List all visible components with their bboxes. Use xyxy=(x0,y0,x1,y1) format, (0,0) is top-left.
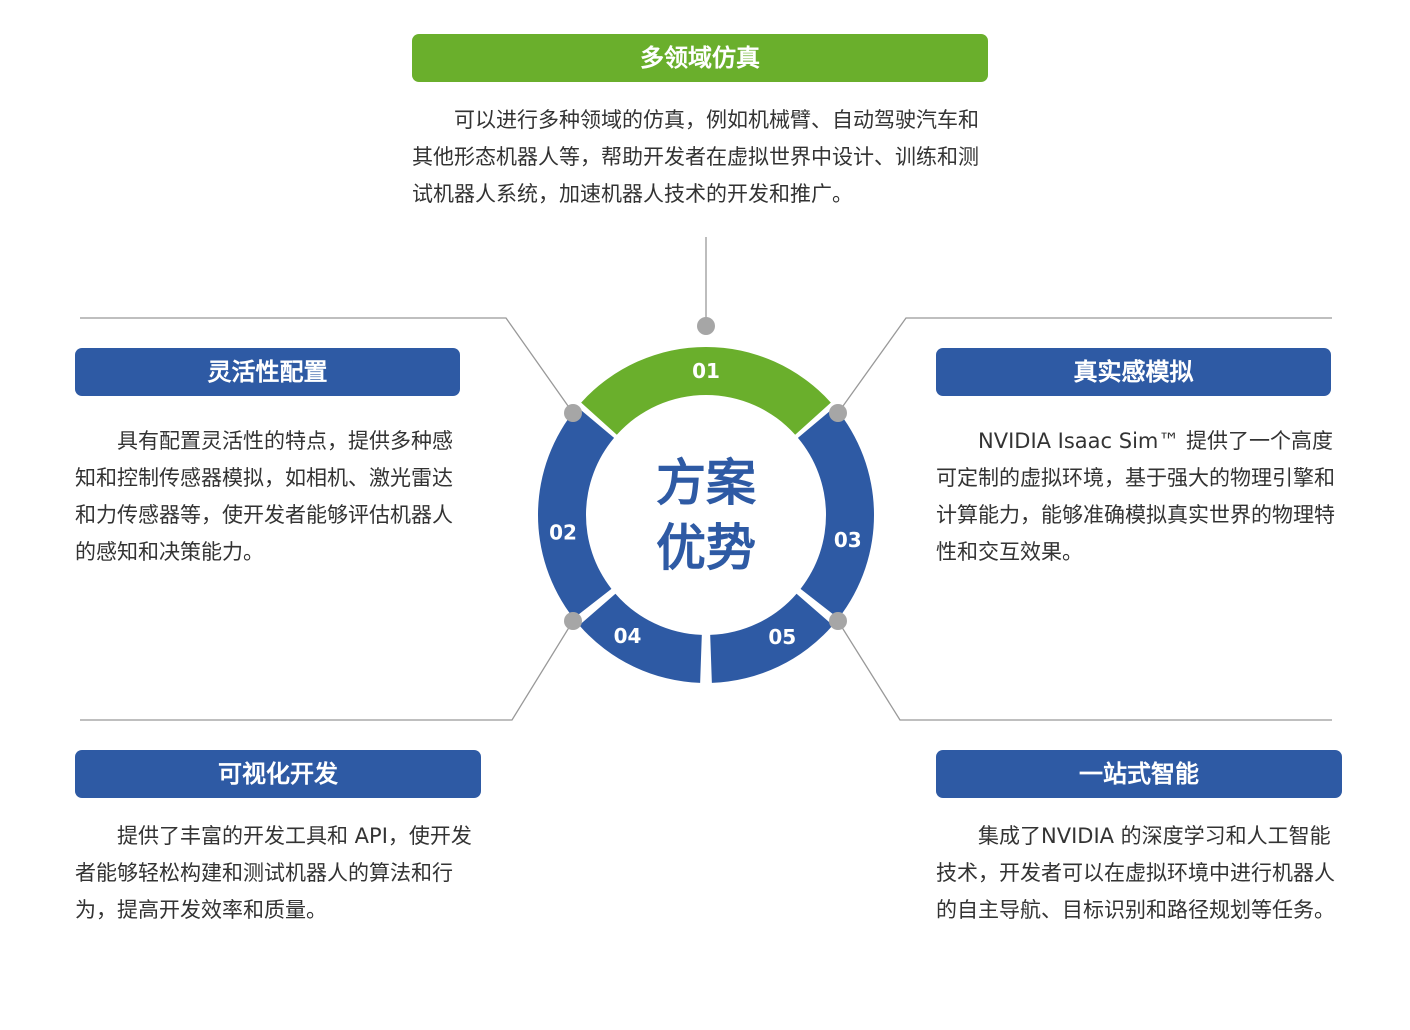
desc-one-stop-intelligence: 集成了NVIDIA 的深度学习和人工智能技术，开发者可以在虚拟环境中进行机器人的… xyxy=(936,824,1335,922)
ring-label-05: 05 xyxy=(768,625,796,649)
connector-dot-02 xyxy=(564,404,582,422)
header-flexible-configuration: 灵活性配置 xyxy=(75,348,460,396)
connector-03 xyxy=(837,317,1332,414)
connector-lines xyxy=(80,237,1332,721)
ring-segment-05 xyxy=(710,593,833,683)
ring-segment-04 xyxy=(579,593,702,683)
center-title-line1: 方案 xyxy=(656,454,757,512)
connector-dots xyxy=(564,317,847,630)
ring-label-03: 03 xyxy=(834,528,862,552)
ring-label-01: 01 xyxy=(692,359,720,383)
ring-segment-01 xyxy=(581,347,831,435)
desc-flexible-configuration: 具有配置灵活性的特点，提供多种感知和控制传感器模拟，如相机、激光雷达和力传感器等… xyxy=(75,429,453,564)
center-title-line2: 优势 xyxy=(656,519,756,577)
header-realistic-simulation: 真实感模拟 xyxy=(936,348,1331,396)
connector-04 xyxy=(80,620,574,721)
ring-segments: 01 02 03 04 05 xyxy=(538,347,874,683)
header-one-stop-intelligence: 一站式智能 xyxy=(936,750,1342,798)
connector-dot-05 xyxy=(829,612,847,630)
ring-label-02: 02 xyxy=(549,521,577,545)
header-multi-domain-simulation: 多领域仿真 xyxy=(412,34,988,82)
desc-visual-development: 提供了丰富的开发工具和 API，使开发者能够轻松构建和测试机器人的算法和行为，提… xyxy=(75,824,472,922)
connector-05 xyxy=(837,620,1332,721)
connector-dot-01 xyxy=(697,317,715,335)
connector-dot-04 xyxy=(564,612,582,630)
ring-segment-03 xyxy=(797,407,874,619)
ring-segment-02 xyxy=(538,407,615,619)
header-visual-development: 可视化开发 xyxy=(75,750,481,798)
desc-multi-domain-simulation: 可以进行多种领域的仿真，例如机械臂、自动驾驶汽车和其他形态机器人等，帮助开发者在… xyxy=(412,108,979,206)
ring-label-04: 04 xyxy=(614,624,642,648)
connector-dot-03 xyxy=(829,404,847,422)
connector-02 xyxy=(80,317,574,414)
desc-realistic-simulation: NVIDIA Isaac Sim™ 提供了一个高度可定制的虚拟环境，基于强大的物… xyxy=(936,429,1335,564)
